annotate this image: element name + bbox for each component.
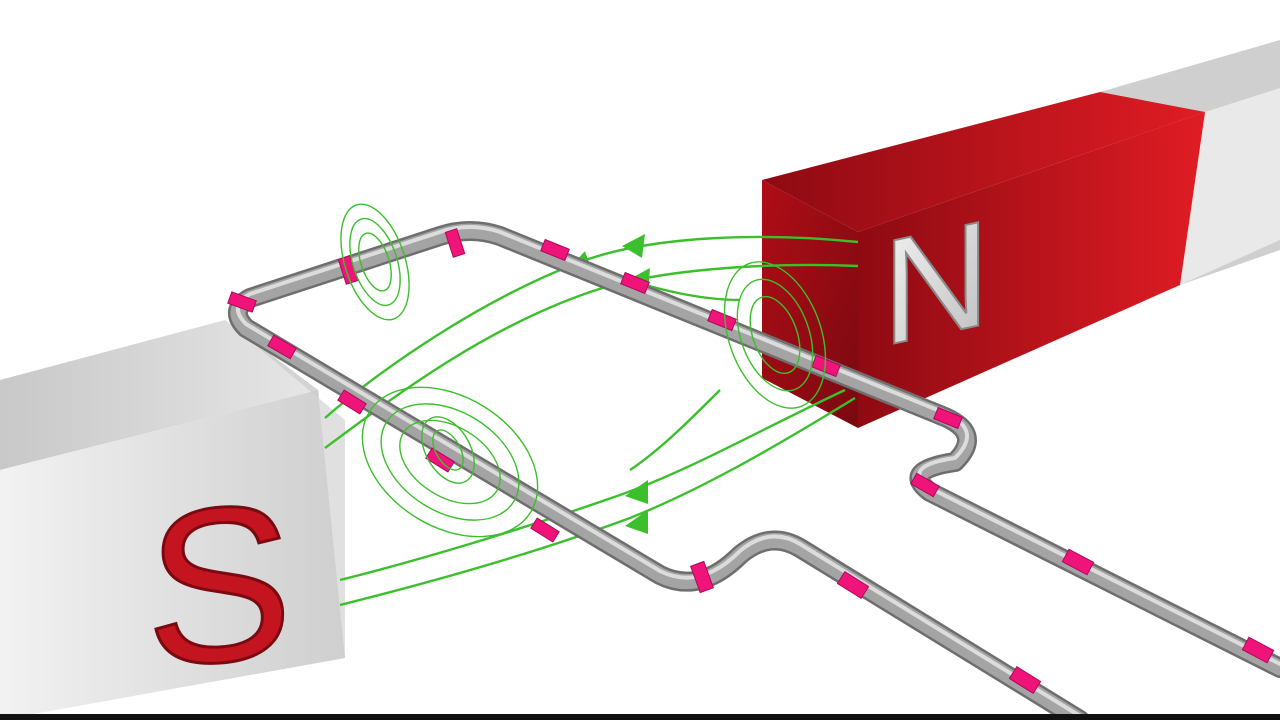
- field-line: [629, 389, 721, 471]
- arrow-icon: [625, 480, 648, 504]
- wire-band: [933, 406, 963, 430]
- field-line: [324, 263, 859, 449]
- circular-field-rings: [340, 203, 827, 538]
- wire-bands: [227, 228, 1275, 695]
- arrow-icon: [625, 510, 648, 534]
- south-magnet: S: [0, 320, 345, 720]
- wire-band: [227, 291, 257, 313]
- north-magnet: N: [762, 40, 1280, 428]
- north-pole-label: N: [882, 188, 990, 378]
- wire-band: [1008, 665, 1042, 695]
- field-ring-group: [421, 416, 475, 484]
- wire-band: [337, 389, 367, 415]
- wire-band: [910, 472, 940, 498]
- south-pole-label: S: [146, 457, 293, 713]
- wire-band: [1061, 548, 1095, 576]
- field-line: [339, 388, 846, 582]
- wire-band: [444, 228, 466, 258]
- wire-band: [267, 334, 297, 360]
- field-ring-group: [361, 386, 539, 538]
- field-ring-group: [340, 203, 410, 321]
- wire-band: [1241, 636, 1275, 664]
- wire-band: [836, 570, 870, 600]
- field-line: [339, 396, 856, 607]
- wire-band: [620, 271, 650, 295]
- arrow-icon: [622, 234, 645, 258]
- wire-band: [540, 238, 570, 262]
- wire-band: [689, 560, 715, 594]
- wire-band: [530, 517, 560, 543]
- field-ring-group: [723, 261, 827, 409]
- frame-border: [0, 714, 1280, 720]
